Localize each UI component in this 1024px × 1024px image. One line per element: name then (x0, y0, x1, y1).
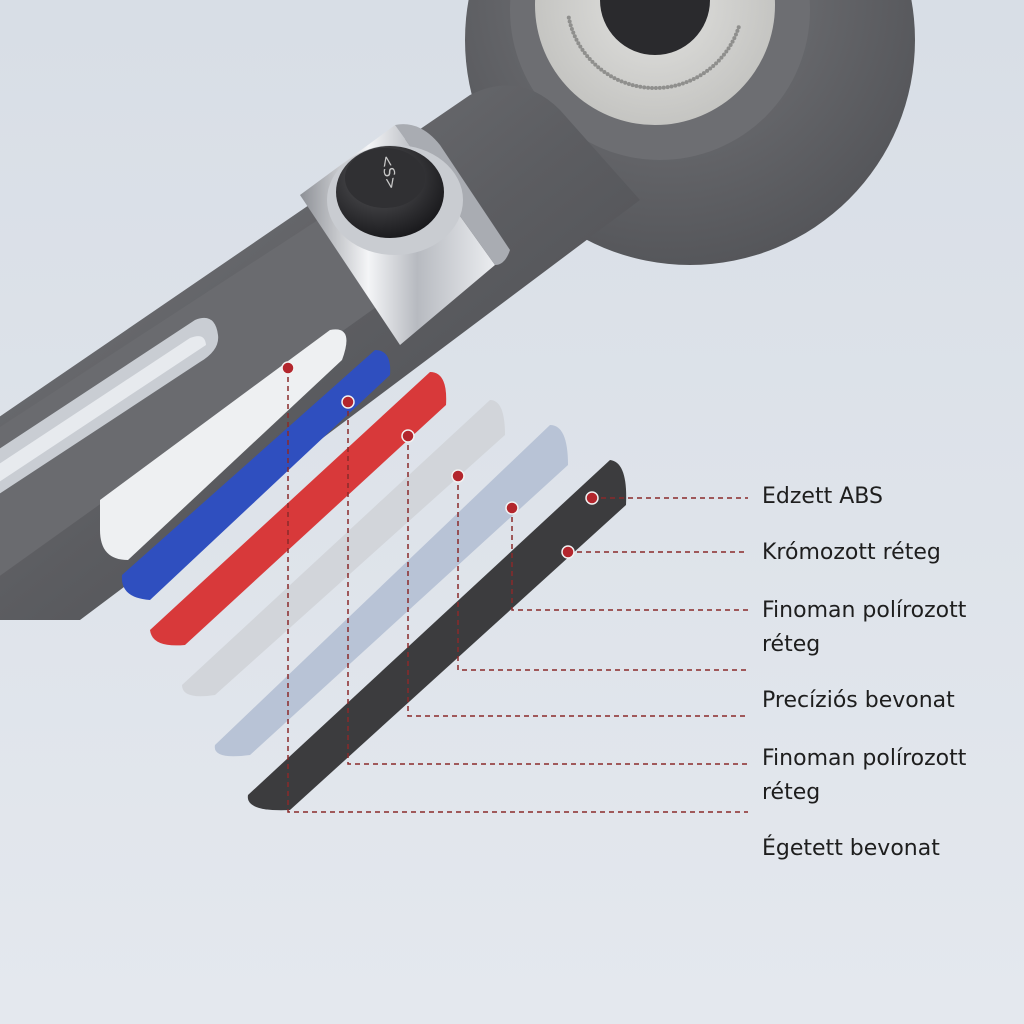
nozzle-dot (716, 58, 721, 63)
label-precizios-bevonat: Precíziós bevonat (762, 688, 955, 713)
nozzle-dot (599, 67, 604, 72)
mode-button-label: <S> (377, 154, 401, 191)
leader-3 (511, 508, 748, 611)
marker-7 (281, 361, 295, 375)
nozzle-dot (623, 80, 628, 85)
marker-4 (451, 469, 465, 483)
nozzle-dot (596, 65, 601, 70)
nozzle-dot (634, 84, 639, 89)
layer-lightblue (214, 425, 568, 757)
nozzle-dot (619, 79, 624, 84)
layer-white (100, 329, 347, 560)
layer-silver (182, 400, 505, 697)
nozzle-dot (732, 36, 737, 41)
nozzle-dot (724, 49, 729, 54)
leader-lines (287, 368, 748, 813)
nozzle-dot (701, 71, 706, 76)
label-edzett-abs: Edzett ABS (762, 484, 883, 509)
nozzle-dot (587, 57, 592, 62)
label-egetett-bevonat: Égetett bevonat (762, 836, 940, 861)
nozzle-dot (578, 44, 583, 49)
leader-5 (407, 436, 748, 717)
label-finoman-polirozott-2: Finoman polírozott réteg (762, 746, 967, 805)
nozzle-dot (650, 85, 655, 90)
nozzle-dot (590, 59, 595, 64)
nozzle-dot (669, 84, 674, 89)
nozzle-dot (708, 66, 713, 71)
nozzle-dot (568, 23, 573, 28)
nozzle-dot (653, 85, 658, 90)
nozzle-dot (642, 85, 647, 90)
nozzle-dot (615, 77, 620, 82)
nozzle-dot (695, 75, 700, 80)
nozzle-dot (677, 82, 682, 87)
nozzle-dot (574, 37, 579, 42)
nozzle-dot (680, 81, 685, 86)
nozzle-dot (605, 72, 610, 77)
nozzle-dot (572, 34, 577, 39)
nozzle-dot (719, 55, 724, 60)
nozzle-dot (714, 61, 719, 66)
nozzle-dot (609, 74, 613, 79)
marker-5 (401, 429, 415, 443)
nozzle-dot (585, 54, 590, 59)
layer-stack (100, 329, 627, 811)
nozzle-dot (580, 47, 585, 52)
nozzle-dot (698, 73, 703, 78)
nozzle-dot (705, 68, 710, 73)
nozzle-dot (733, 32, 738, 37)
nozzle-dot (626, 82, 631, 87)
nozzle-dot (593, 62, 598, 67)
nozzle-dot (691, 77, 696, 82)
marker-1 (585, 491, 599, 505)
leader-6 (347, 402, 748, 765)
label-kromozott-reteg: Krómozott réteg (762, 540, 941, 565)
marker-2 (561, 545, 575, 559)
nozzle-dot (711, 64, 716, 69)
nozzle-dot (721, 52, 726, 57)
mode-button-icon[interactable]: <S> (327, 145, 463, 255)
nozzle-dot (735, 28, 740, 33)
nozzle-dot (630, 83, 635, 88)
nozzle-dot (688, 78, 693, 83)
nozzle-dot (571, 30, 576, 35)
nozzle-dot (576, 41, 581, 46)
nozzle-dot (661, 85, 666, 90)
layer-red (150, 372, 447, 646)
label-finoman-polirozott-1: Finoman polírozott réteg (762, 598, 967, 657)
markers (281, 361, 599, 559)
nozzle-dot (726, 46, 731, 51)
nozzle-dot (566, 15, 571, 20)
nozzle-dot (582, 51, 587, 56)
nozzle-dot (612, 76, 617, 81)
marker-6 (341, 395, 355, 409)
layer-dark (247, 460, 627, 811)
nozzle-dot (657, 85, 662, 90)
nozzle-dot (638, 84, 643, 89)
nozzle-dot (728, 42, 733, 47)
nozzle-dot (684, 80, 689, 85)
leader-7 (287, 368, 748, 813)
nozzle-dot (673, 83, 678, 88)
layer-blue (121, 350, 391, 600)
nozzle-dot (602, 69, 607, 74)
marker-3 (505, 501, 519, 515)
nozzle-dot (730, 39, 735, 44)
nozzle-dot (567, 19, 572, 24)
nozzle-dot (665, 85, 670, 90)
nozzle-dot (646, 85, 651, 90)
nozzle-dot (736, 25, 741, 30)
nozzle-dot (569, 26, 574, 31)
leader-4 (457, 476, 748, 671)
